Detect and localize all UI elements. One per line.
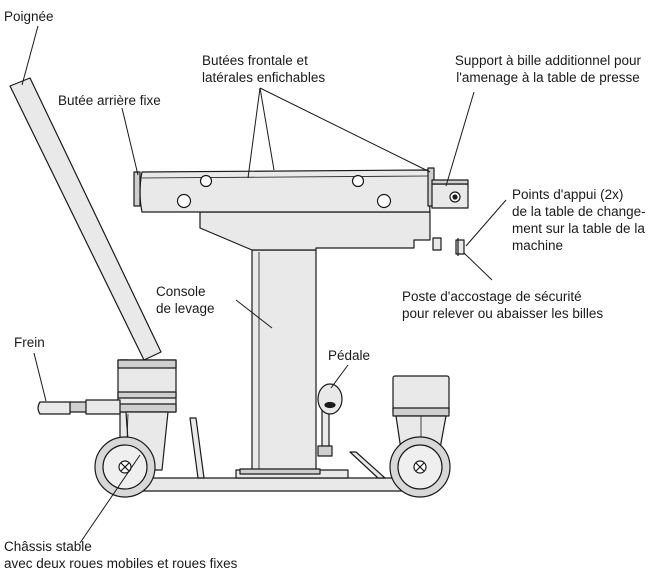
label-ball-support-line-1: Support à bille additionnel pour xyxy=(454,53,642,68)
lifting-console xyxy=(239,249,321,475)
label-support-points: Points d'appui (2x) de la table de chang… xyxy=(512,186,646,254)
label-front-side-stops-line-2: latérales enfichables xyxy=(202,70,326,85)
label-lifting-console-line-2: de levage xyxy=(156,301,215,316)
leader-lines xyxy=(21,25,507,544)
label-support-points-line-3: ment sur la table de la xyxy=(512,221,645,236)
label-front-side-stops: Butées frontale et latérales enfichables xyxy=(202,52,325,86)
table-top xyxy=(133,167,435,251)
ball-support xyxy=(431,179,469,209)
label-docking-station: Poste d'accostage de sécurité pour relev… xyxy=(402,288,603,322)
label-ball-support-line-2: l'amenage à la table de presse xyxy=(456,70,640,85)
label-front-side-stops-line-1: Butées frontale et xyxy=(202,53,308,68)
label-lifting-console: Console de levage xyxy=(156,283,215,317)
label-lifting-console-line-1: Console xyxy=(156,284,206,299)
label-rear-stop: Butée arrière fixe xyxy=(58,93,161,108)
label-handle: Poignée xyxy=(4,9,54,24)
label-ball-support: Support à bille additionnel pour l'amena… xyxy=(426,52,670,86)
label-docking-station-line-2: pour relever ou abaisser les billes xyxy=(402,306,604,321)
rear-wheel xyxy=(389,436,451,498)
label-docking-station-line-1: Poste d'accostage de sécurité xyxy=(402,289,582,304)
brake-lever xyxy=(37,399,121,415)
front-wheel xyxy=(94,436,156,498)
label-support-points-line-2: de la table de change- xyxy=(512,204,646,219)
label-pedal: Pédale xyxy=(328,348,371,363)
support-points xyxy=(432,237,465,256)
label-chassis-line-2: avec deux roues mobiles et roues fixes xyxy=(4,556,238,571)
label-chassis-line-1: Châssis stable xyxy=(4,539,92,554)
handle xyxy=(9,77,162,361)
label-support-points-line-1: Points d'appui (2x) xyxy=(512,187,624,202)
label-brake: Frein xyxy=(14,335,45,350)
pedal xyxy=(317,383,343,457)
label-chassis: Châssis stable avec deux roues mobiles e… xyxy=(4,538,237,572)
label-support-points-line-4: machine xyxy=(512,238,564,253)
